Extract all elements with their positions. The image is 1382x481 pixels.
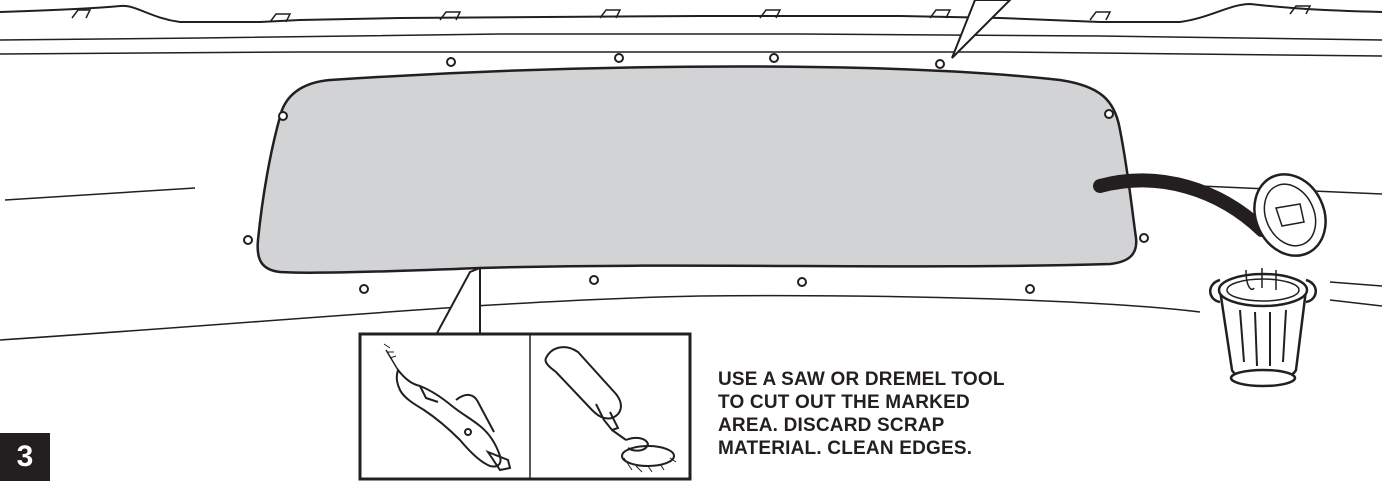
- instruction-text: USE A SAW OR DREMEL TOOL TO CUT OUT THE …: [718, 368, 1078, 460]
- top-callout-pointer: [951, 0, 1012, 59]
- instruction-line: USE A SAW OR DREMEL TOOL: [718, 369, 1005, 390]
- mounting-holes: [243, 53, 1149, 294]
- reciprocating-saw-icon: [383, 343, 512, 472]
- mounting-hole: [769, 53, 779, 63]
- mounting-hole: [589, 275, 599, 285]
- mounting-hole: [359, 284, 369, 294]
- mounting-hole: [1104, 109, 1114, 119]
- mounting-hole: [243, 235, 253, 245]
- tool-callout-pointer: [434, 266, 481, 336]
- mounting-hole: [1139, 233, 1149, 243]
- instruction-line: AREA. DISCARD SCRAP: [718, 415, 945, 436]
- tool-callout-box: [358, 332, 692, 481]
- mounting-hole: [278, 111, 288, 121]
- marked-cutout-area: [256, 65, 1138, 275]
- trash-can-icon: [1209, 173, 1327, 388]
- body-contour-lines: [0, 185, 1382, 341]
- instruction-line: TO CUT OUT THE MARKED: [718, 392, 970, 413]
- mounting-hole: [935, 59, 945, 69]
- mounting-hole: [1025, 284, 1035, 294]
- instruction-line: MATERIAL. CLEAN EDGES.: [718, 438, 973, 459]
- mounting-hole: [614, 53, 624, 63]
- step-number-badge: 3: [0, 433, 50, 481]
- top-body-edge: [0, 2, 1382, 57]
- mounting-hole: [797, 277, 807, 287]
- mounting-hole: [446, 57, 456, 67]
- dremel-tool-icon: [544, 346, 677, 473]
